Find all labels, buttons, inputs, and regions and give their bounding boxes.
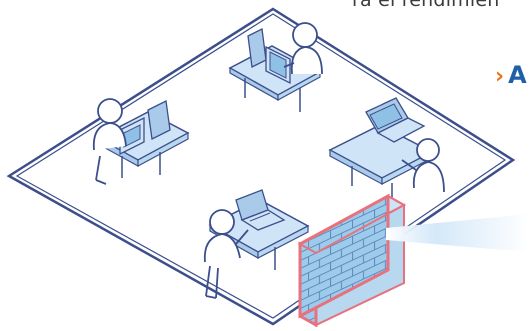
cropped-heading-text: ra el rendimien <box>352 0 500 11</box>
workstation-left <box>92 98 190 185</box>
callout-heading: ›A <box>495 63 527 88</box>
callout-label: A <box>508 61 527 89</box>
person-icon <box>401 138 445 193</box>
incoming-traffic-beam <box>386 214 529 252</box>
person-icon <box>203 209 249 299</box>
chevron-right-icon: › <box>495 64 505 89</box>
workstation-bottom <box>203 189 310 299</box>
person-icon <box>92 98 127 185</box>
workstation-right <box>328 97 445 206</box>
workstation-top <box>228 22 323 112</box>
person-icon <box>283 22 323 75</box>
firewall-icon <box>297 193 407 328</box>
